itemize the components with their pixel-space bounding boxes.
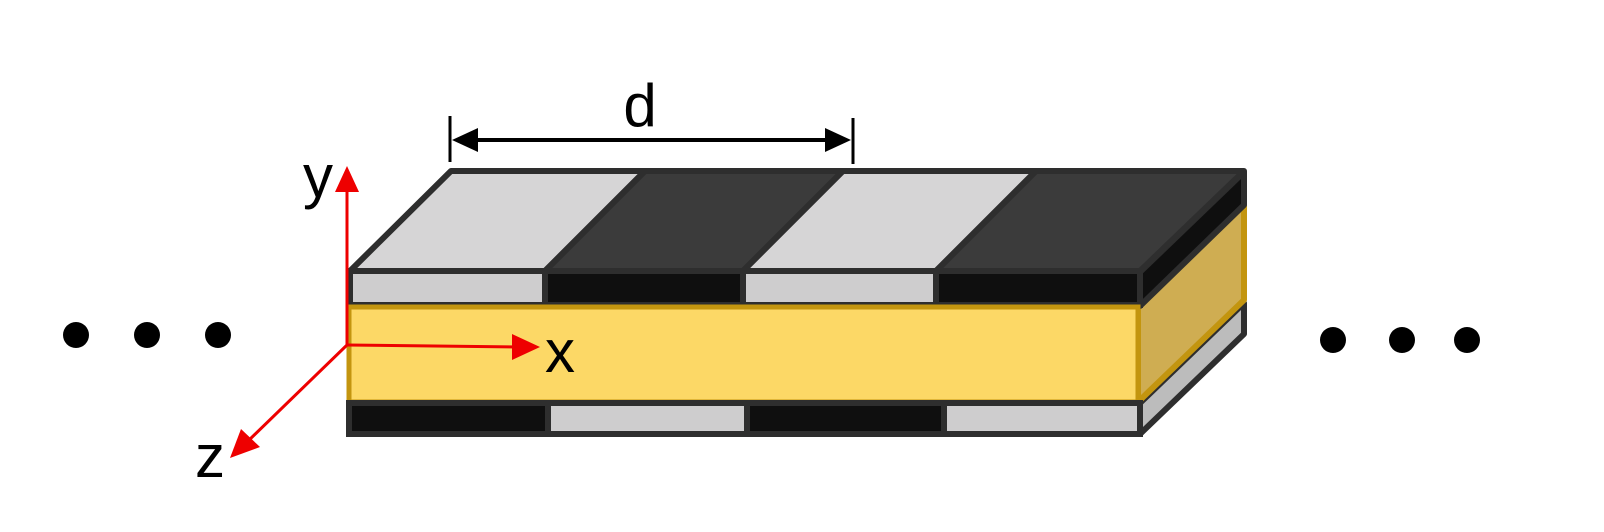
front-strip-light xyxy=(347,268,548,308)
right-ellipsis-dots xyxy=(1320,327,1480,353)
front-strip-dark xyxy=(933,268,1143,308)
coordinate-axes: y x z xyxy=(195,143,575,490)
x-axis-line xyxy=(346,343,521,349)
z-axis-arrowhead xyxy=(230,429,260,458)
bottom-front-strips xyxy=(346,400,1143,437)
dot xyxy=(63,322,89,348)
dot xyxy=(134,322,160,348)
dot xyxy=(1454,327,1480,353)
top-face-strips xyxy=(347,168,1247,274)
period-dimension: d xyxy=(448,72,855,164)
bottom-strip-dark xyxy=(744,400,947,437)
bottom-strip-light xyxy=(941,400,1143,437)
y-axis-arrowhead xyxy=(335,166,359,192)
z-axis-line xyxy=(244,343,349,445)
dot xyxy=(1389,327,1415,353)
dimension-arrowhead-left xyxy=(452,128,478,152)
dimension-arrowhead-right xyxy=(825,128,851,152)
front-strip-light xyxy=(740,268,939,308)
core-front-face xyxy=(346,304,1141,405)
y-axis-label: y xyxy=(303,143,333,210)
dot xyxy=(205,322,231,348)
x-axis-arrowhead xyxy=(512,334,540,360)
bottom-strip-dark xyxy=(346,400,551,437)
front-strip-dark xyxy=(542,268,746,308)
top-front-strips xyxy=(347,268,1143,308)
bottom-strip-light xyxy=(545,400,750,437)
z-axis-label: z xyxy=(195,423,225,490)
dot xyxy=(1320,327,1346,353)
x-axis-label: x xyxy=(545,318,575,385)
left-ellipsis-dots xyxy=(63,322,231,348)
period-label: d xyxy=(623,72,656,139)
